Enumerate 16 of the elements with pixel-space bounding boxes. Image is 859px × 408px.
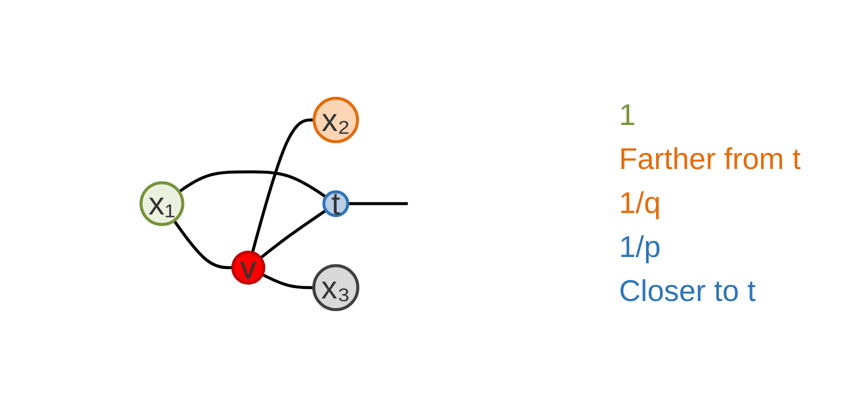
weight-label: 1/q	[619, 187, 662, 221]
node-circle: v	[231, 250, 266, 285]
connector	[348, 202, 408, 206]
connector	[178, 170, 327, 198]
weight-label: 1/p	[619, 231, 662, 265]
node-circle: x₃	[312, 264, 360, 312]
node-circle: t	[322, 190, 350, 218]
weight-label: Farther from t	[619, 143, 802, 177]
node-circle: x₂	[312, 96, 360, 144]
node-circle: x₁	[140, 181, 184, 226]
connector	[172, 220, 233, 270]
connector	[251, 118, 314, 254]
connector	[262, 273, 314, 290]
weight-label: Closer to t	[619, 275, 757, 309]
weight-label: 1	[619, 99, 637, 133]
connector	[260, 209, 327, 260]
